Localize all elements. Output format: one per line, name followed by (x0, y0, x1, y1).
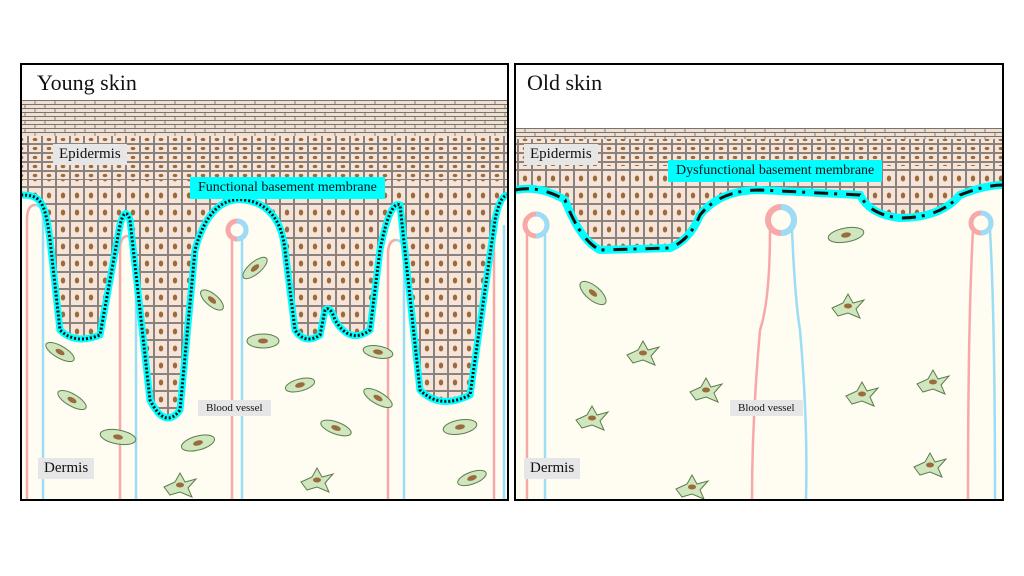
young-blood-vessel-label: Blood vessel (198, 400, 271, 416)
functional-membrane-label: Functional basement membrane (190, 177, 385, 199)
dysfunctional-membrane-label: Dysfunctional basement membrane (668, 160, 883, 182)
fibroblasts (575, 226, 951, 500)
old-skin-title: Old skin (527, 70, 603, 95)
vessel-loop (750, 204, 808, 500)
old-epidermis-label: Epidermis (524, 144, 598, 165)
vessel-loop (522, 211, 550, 500)
vessel-loop (225, 218, 249, 500)
vessel-loop (492, 225, 506, 500)
vessel-loop (966, 210, 997, 500)
old-blood-vessel-label: Blood vessel (730, 400, 803, 416)
old-skin-panel (515, 64, 1003, 500)
old-skin-frame (514, 63, 1004, 501)
epidermis (21, 100, 508, 422)
fibroblasts (45, 256, 487, 498)
blood-vessels (522, 204, 997, 500)
young-epidermis-label: Epidermis (53, 144, 127, 165)
young-skin-panel (21, 64, 508, 500)
young-skin-frame (20, 63, 509, 501)
young-dermis-label: Dermis (38, 458, 95, 479)
old-dermis-label: Dermis (524, 458, 581, 479)
young-skin-title: Young skin (37, 70, 137, 95)
